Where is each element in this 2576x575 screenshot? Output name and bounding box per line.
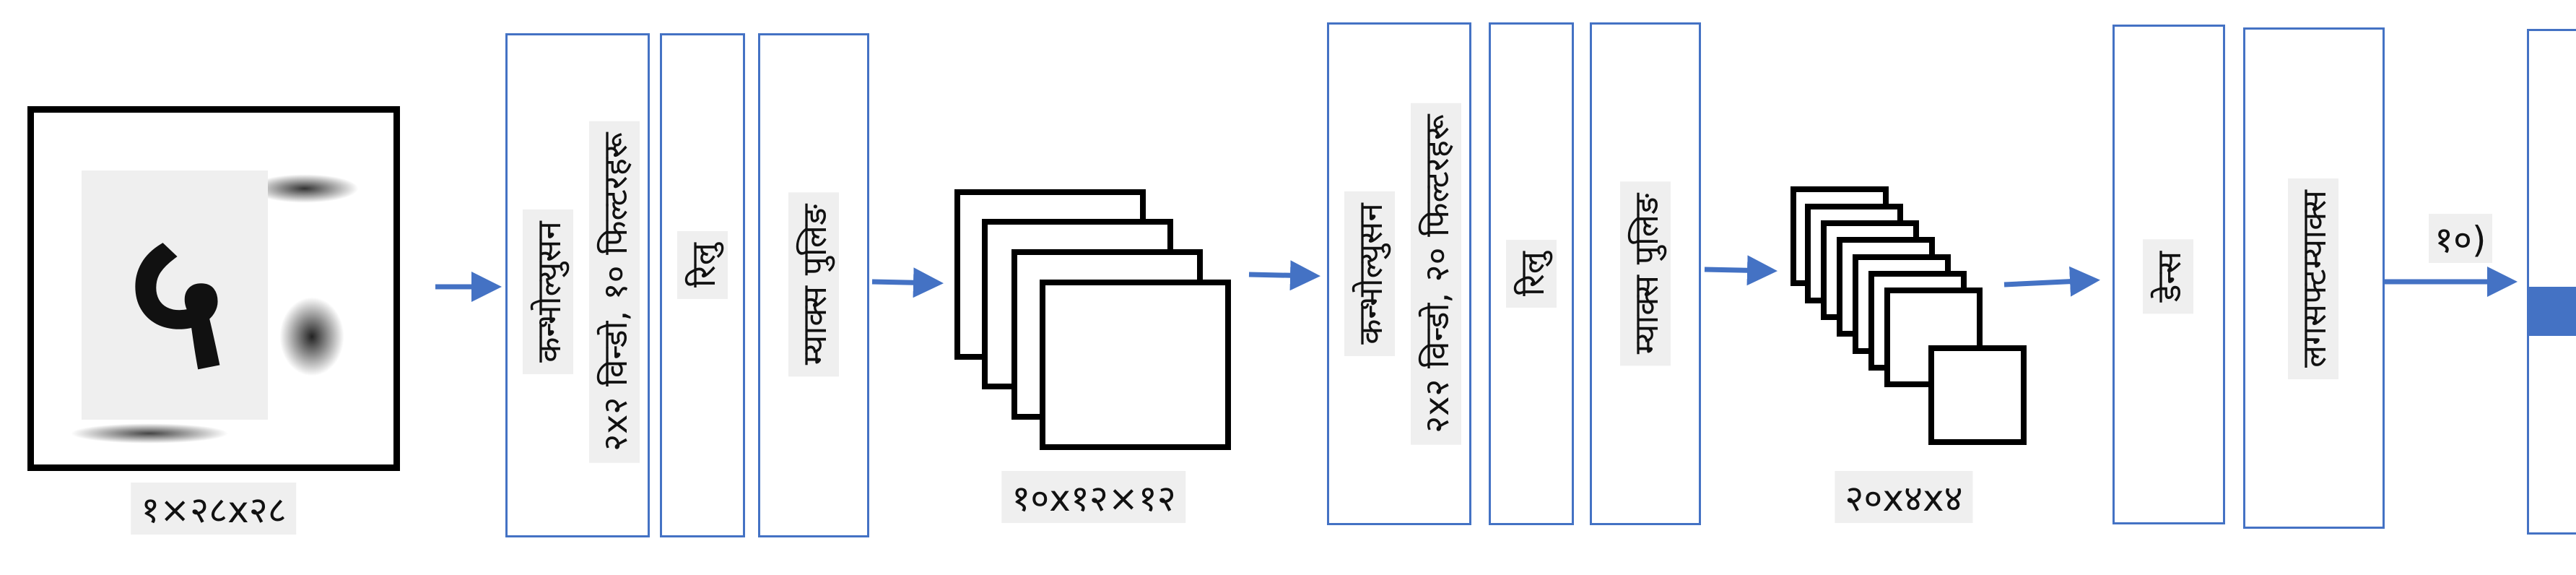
digit-panel [82, 170, 268, 420]
arrow-pool1-to-fmaps1 [871, 267, 944, 298]
logsoftmax-block: लगसफ्टम्याक्स [2243, 27, 2385, 529]
pool2-block: म्याक्स पुलिङ [1590, 22, 1701, 525]
digit-glyph: ५ [128, 191, 226, 410]
conv2-block: कन्भोल्युसन २x२ विन्डो, २० फिल्टरहरू [1327, 22, 1471, 525]
pool1-block: म्याक्स पुलिङ [758, 33, 869, 537]
dense-label: डेन्स [2143, 239, 2193, 314]
feature-map [1040, 280, 1231, 450]
output-label: १०) [2429, 214, 2492, 263]
relu1-label: रिलु [677, 231, 728, 299]
conv2-params: २x२ विन्डो, २० फिल्टरहरू [1411, 103, 1461, 445]
conv2-title: कन्भोल्युसन [1344, 191, 1395, 356]
conv1-title: कन्भोल्युसन [523, 209, 573, 374]
fmaps2-shape-caption: २०x४x४ [1835, 471, 1973, 523]
relu2-block: रिलु [1489, 22, 1574, 525]
feature-map [1928, 345, 2027, 445]
logsoftmax-label: लगसफ्टम्याक्स [2288, 178, 2338, 380]
arrow-fmaps1-to-conv2 [1248, 260, 1320, 291]
digit-blur-top [251, 174, 359, 203]
fmaps1-shape-caption: १०x१२×१२ [1001, 471, 1186, 523]
dense-block: डेन्स [2112, 25, 2225, 524]
relu1-block: रिलु [660, 33, 745, 537]
conv1-params: २x२ विन्डो, १० फिल्टरहरू [589, 121, 640, 463]
input-image: ५ [27, 106, 400, 471]
relu2-label: रिलु [1506, 240, 1557, 308]
pool1-label: म्याक्स पुलिङ [788, 192, 839, 377]
output-vector [2527, 29, 2576, 535]
digit-blur-middle [279, 297, 344, 376]
output-highlight-cell [2529, 287, 2576, 336]
input-shape-caption: १×२८x२८ [131, 483, 297, 535]
pool2-label: म्याक्स पुलिङ [1620, 181, 1671, 366]
conv1-block: कन्भोल्युसन २x२ विन्डो, १० फिल्टरहरू [505, 33, 650, 537]
arrow-pool2-to-fmaps2 [1704, 255, 1777, 286]
digit-blur-bottom [70, 423, 229, 444]
arrow-fmaps2-to-dense [2003, 266, 2100, 297]
